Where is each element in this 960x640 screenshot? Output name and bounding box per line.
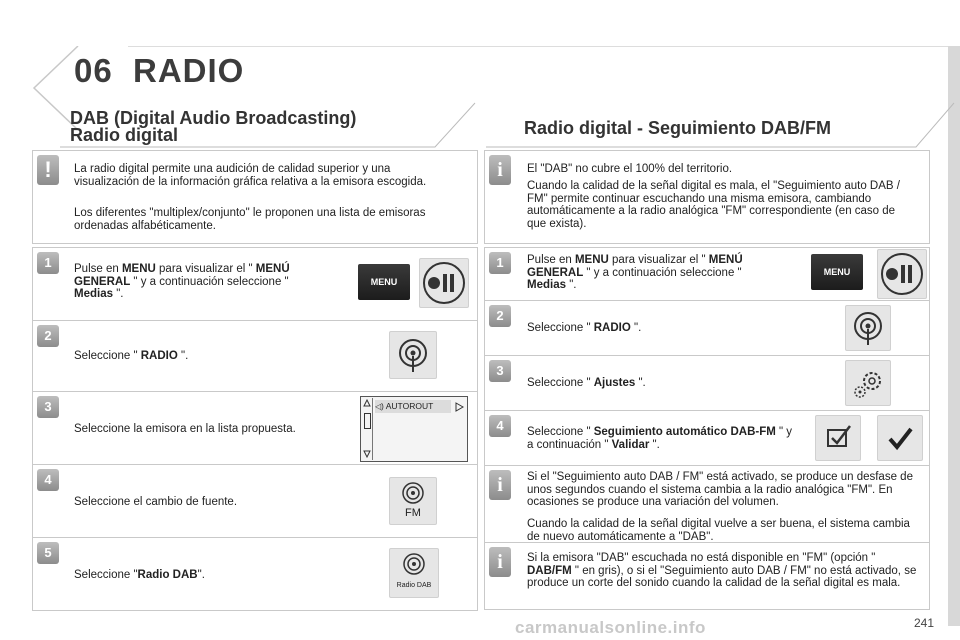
right-step-2: 2 Seleccione " RADIO ".: [484, 300, 930, 356]
right-step-4: 4 Seleccione " Seguimiento automático DA…: [484, 410, 930, 466]
header-rule: [128, 46, 948, 47]
fm-source-icon[interactable]: FM: [389, 477, 437, 525]
list-scrollbar[interactable]: [362, 398, 373, 460]
step-badge: 3: [37, 396, 59, 418]
right-info1-p1: El "DAB" no cubre el 100% del territorio…: [527, 163, 733, 175]
left-step-5-text: Seleccione "Radio DAB".: [74, 569, 205, 581]
right-info-box-1: i El "DAB" no cubre el 100% del territor…: [484, 150, 930, 244]
media-icon[interactable]: [419, 258, 469, 308]
side-bar: [948, 46, 960, 626]
step-badge: 4: [489, 415, 511, 437]
right-step-1-text: Pulse en MENU para visualizar el " MENÚ …: [527, 254, 743, 291]
right-title-underline: [486, 102, 955, 148]
chapter-title: RADIO: [133, 52, 245, 89]
watermark: carmanualsonline.info: [515, 618, 706, 637]
right-step-1: 1 Pulse en MENU para visualizar el " MEN…: [484, 247, 930, 301]
left-step-2-text: Seleccione " RADIO ".: [74, 350, 189, 362]
chapter-number: 06: [74, 52, 113, 89]
left-step-1: 1 Pulse en MENU para visualizar el " MEN…: [32, 247, 478, 321]
radio-dab-label: Radio DAB: [396, 582, 432, 589]
right-info2-p2: Cuando la calidad de la señal digital vu…: [527, 518, 910, 543]
right-step-3-text: Seleccione " Ajustes ".: [527, 377, 646, 389]
scroll-down-icon[interactable]: [363, 450, 371, 458]
media-icon[interactable]: [877, 249, 927, 299]
validate-check-icon[interactable]: [877, 415, 923, 461]
left-title-line2: Radio digital: [70, 125, 178, 145]
left-title-underline: [60, 102, 476, 148]
settings-icon[interactable]: [845, 360, 891, 406]
left-step-4: 4 Seleccione el cambio de fuente. FM: [32, 464, 478, 538]
menu-button[interactable]: MENU: [811, 254, 863, 290]
right-info2-p1: Si el "Seguimiento auto DAB / FM" está a…: [527, 471, 913, 508]
right-info-box-3: i Si la emisora "DAB" escuchada no está …: [484, 542, 930, 610]
step-badge: 2: [489, 305, 511, 327]
right-info1-p2: Cuando la calidad de la señal digital es…: [527, 180, 900, 230]
speaker-icon: ◁): [375, 402, 384, 411]
fm-label: FM: [405, 507, 421, 519]
left-note-p2: Los diferentes "multiplex/conjunto" le p…: [74, 207, 426, 232]
radio-dab-icon[interactable]: Radio DAB: [389, 548, 439, 598]
step-badge: 4: [37, 469, 59, 491]
step-badge: 2: [37, 325, 59, 347]
left-note-box: ! La radio digital permite una audición …: [32, 150, 478, 244]
left-step-4-text: Seleccione el cambio de fuente.: [74, 496, 238, 508]
station-name: AUTOROUT: [385, 401, 434, 411]
info-icon: i: [489, 547, 511, 577]
left-step-2: 2 Seleccione " RADIO ".: [32, 320, 478, 392]
play-icon[interactable]: [455, 402, 464, 412]
left-step-1-text: Pulse en MENU para visualizar el " MENÚ …: [74, 263, 290, 300]
right-info3-text: Si la emisora "DAB" escuchada no está di…: [527, 552, 917, 589]
warning-icon: !: [37, 155, 59, 185]
scroll-up-icon[interactable]: [363, 399, 371, 407]
step-badge: 3: [489, 360, 511, 382]
radio-icon[interactable]: [845, 305, 891, 351]
fm-rings-icon: [402, 482, 424, 504]
right-step-4-text: Seleccione " Seguimiento automático DAB-…: [527, 426, 793, 451]
right-info-box-2: i Si el "Seguimiento auto DAB / FM" está…: [484, 465, 930, 543]
checkbox-icon[interactable]: [815, 415, 861, 461]
step-badge: 5: [37, 542, 59, 564]
scroll-thumb[interactable]: [364, 413, 371, 429]
menu-button[interactable]: MENU: [358, 264, 410, 300]
info-icon: i: [489, 155, 511, 185]
left-step-5: 5 Seleccione "Radio DAB". Radio DAB: [32, 537, 478, 611]
radio-icon[interactable]: [389, 331, 437, 379]
chapter-corner-decoration: [32, 46, 79, 130]
left-title-line1: DAB (Digital Audio Broadcasting): [70, 108, 357, 128]
page-number: 241: [913, 616, 934, 630]
right-title: Radio digital - Seguimiento DAB/FM: [524, 118, 831, 138]
station-list-screen[interactable]: ◁) AUTOROUT: [360, 396, 468, 462]
station-list-item[interactable]: ◁) AUTOROUT: [375, 400, 451, 413]
info-icon: i: [489, 470, 511, 500]
right-step-3: 3 Seleccione " Ajustes ".: [484, 355, 930, 411]
step-badge: 1: [37, 252, 59, 274]
right-step-2-text: Seleccione " RADIO ".: [527, 322, 642, 334]
left-step-3: 3 Seleccione la emisora en la lista prop…: [32, 391, 478, 465]
left-step-3-text: Seleccione la emisora en la lista propue…: [74, 423, 296, 435]
step-badge: 1: [489, 252, 511, 274]
left-note-p1: La radio digital permite una audición de…: [74, 163, 427, 188]
dab-rings-icon: [403, 553, 425, 575]
